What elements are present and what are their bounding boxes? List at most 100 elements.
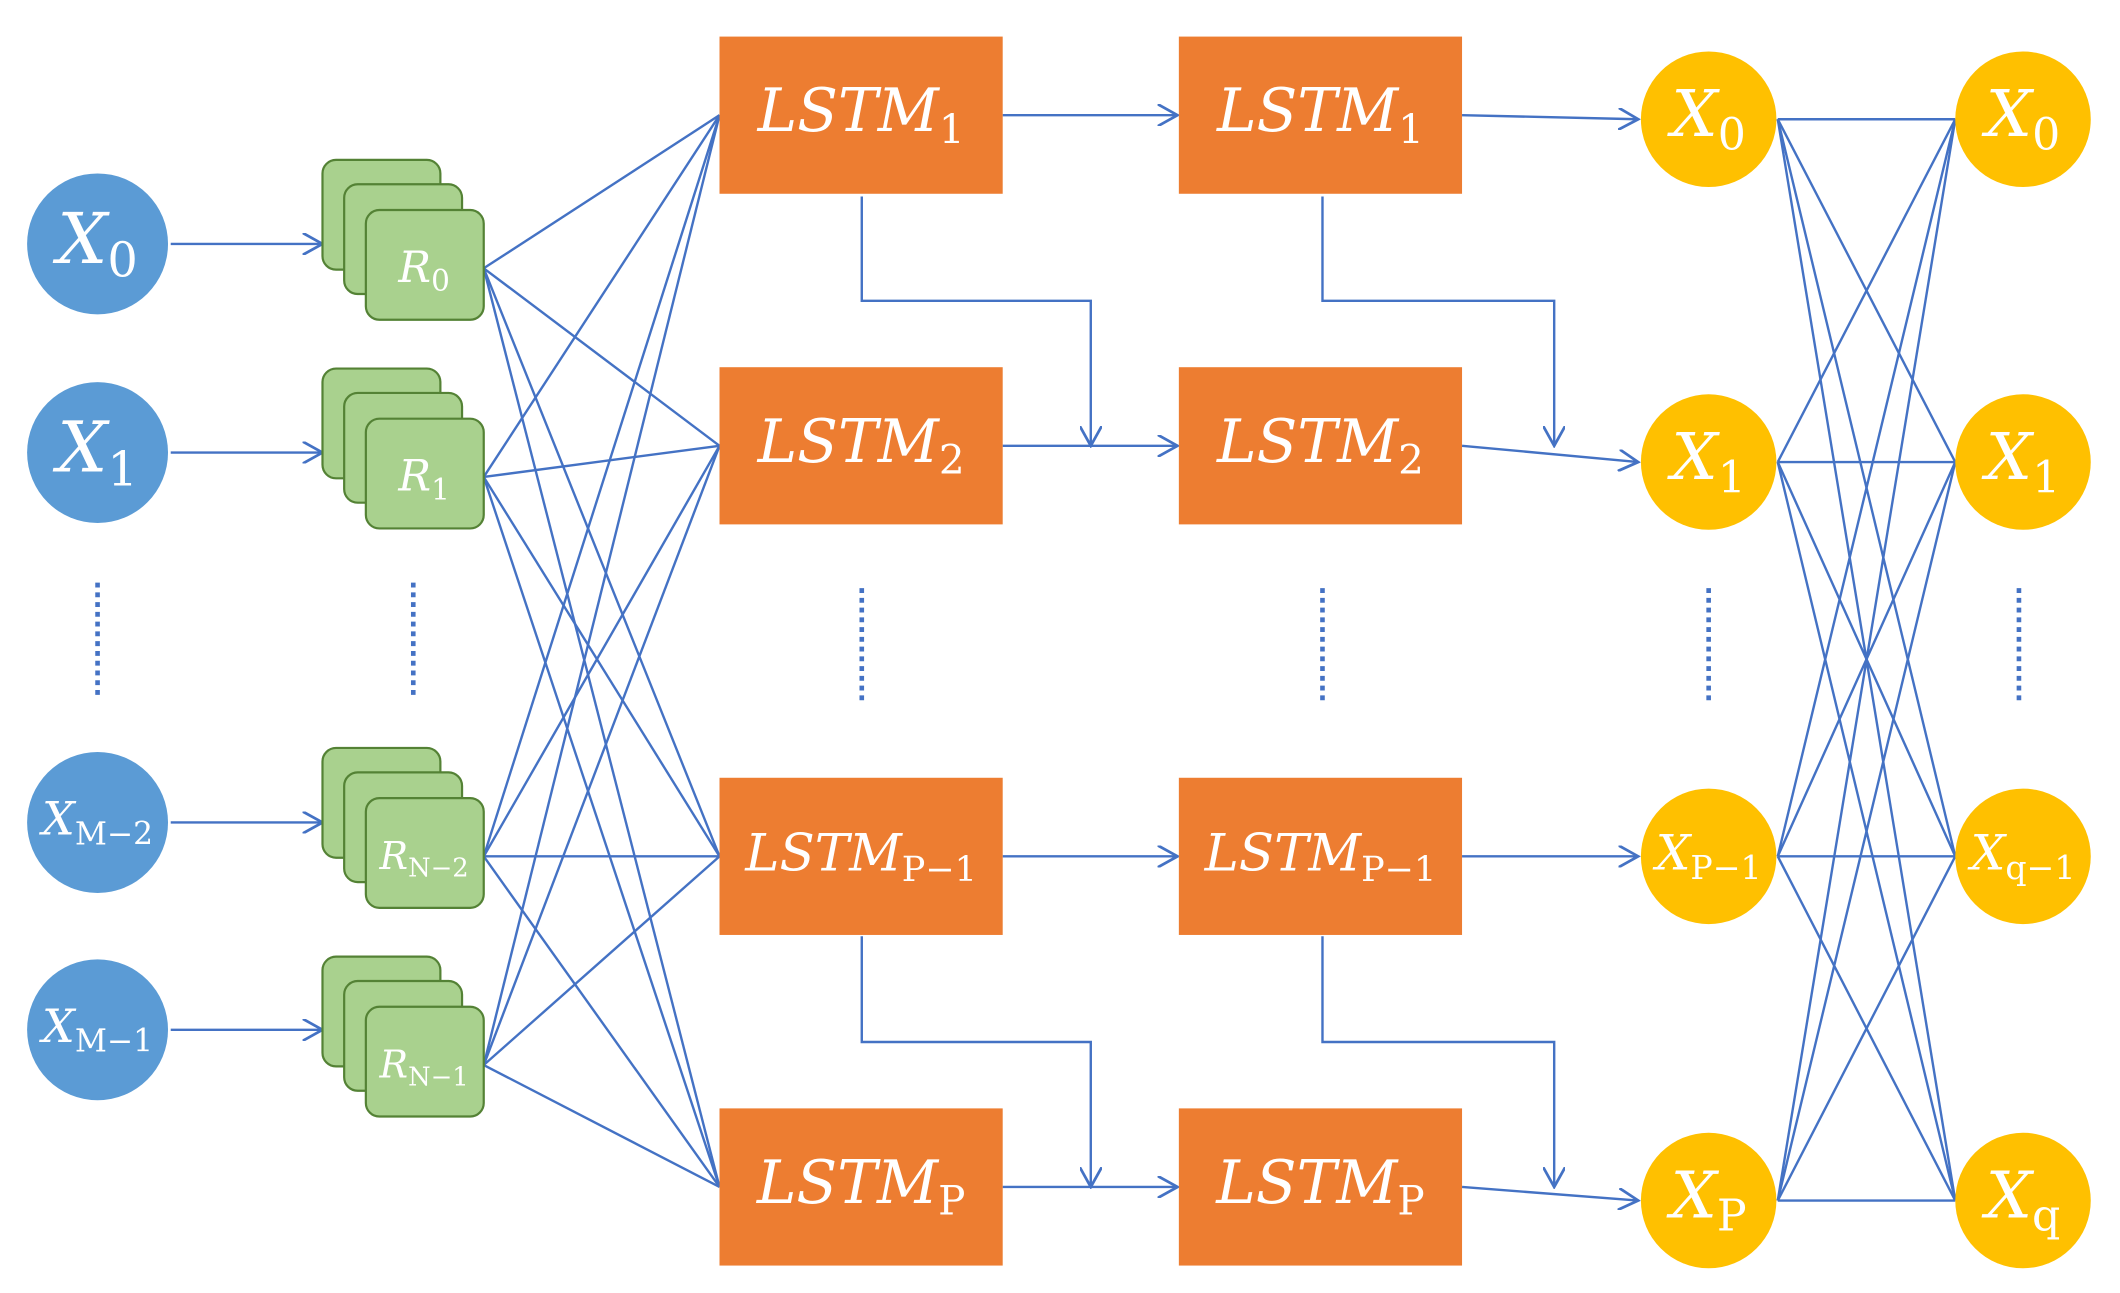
recurrent-label-3-base: R <box>379 1042 409 1086</box>
final-output-label-1-subscript: 1 <box>2032 452 2060 503</box>
input-node-0 <box>27 173 169 315</box>
lstm-label-layer1-0: LSTM1 <box>757 77 965 153</box>
hidden-output-node-2 <box>1640 788 1777 925</box>
recurrent-label-2: RN−2 <box>379 834 469 884</box>
final-output-label-3: Xq <box>1981 1159 2061 1242</box>
recurrent-layer-0-sheet-2 <box>364 208 485 321</box>
rec-to-lstm-2-0 <box>482 114 721 857</box>
lstm-label-layer2-1-subscript: 2 <box>1398 435 1424 483</box>
lstm-label-layer2-0: LSTM1 <box>1216 77 1424 153</box>
recurrent-label-2-subscript: N−2 <box>408 854 469 884</box>
input-node-label-0-base: X <box>52 197 110 279</box>
input-node-label-1: X1 <box>52 406 138 497</box>
hidden-to-final-3-0 <box>1776 119 1957 1201</box>
hidden-to-final-3-1 <box>1776 461 1957 1201</box>
hidden-output-node-1 <box>1640 394 1777 530</box>
hidden-output-label-3: XP <box>1666 1159 1747 1242</box>
lstm2-elbow-1 <box>1321 196 1554 445</box>
input-node-label-2: XM−2 <box>39 791 153 851</box>
hidden-output-node-3 <box>1640 1132 1777 1269</box>
lstm-label-layer2-2-base: LSTM <box>1204 823 1363 883</box>
recurrent-label-0: R0 <box>397 243 449 298</box>
lstm-box-layer1-0 <box>719 36 1003 194</box>
rec-to-lstm-0-3 <box>482 267 721 1188</box>
input-node-label-0-subscript: 0 <box>107 233 137 288</box>
final-output-label-2: Xq−1 <box>1967 824 2076 887</box>
lstm-label-layer2-2-subscript: P−1 <box>1361 849 1436 889</box>
final-output-label-2-subscript: q−1 <box>2005 848 2075 887</box>
lstm-label-layer2-3-base: LSTM <box>1215 1149 1399 1218</box>
rec-to-lstm-2-1 <box>482 445 721 857</box>
final-output-node-1 <box>1955 394 2091 530</box>
hidden-output-label-3-base: X <box>1666 1159 1720 1234</box>
hidden-output-label-0: X0 <box>1666 77 1745 160</box>
input-node-label-2-base: X <box>39 791 77 845</box>
input-node-label-0: X0 <box>52 197 138 288</box>
rec-to-lstm-2-3 <box>482 855 721 1188</box>
lstm-box-layer2-0 <box>1178 36 1463 194</box>
recurrent-layer-3-sheet-2 <box>364 1005 485 1118</box>
lstm-label-layer1-3-base: LSTM <box>756 1149 940 1218</box>
input-node-2 <box>27 752 169 893</box>
input-node-label-3-subscript: M−1 <box>75 1023 153 1059</box>
hidden-output-label-1: X1 <box>1666 420 1745 503</box>
lstm2-elbow-p <box>1321 936 1554 1187</box>
rec-to-lstm-1-2 <box>482 476 721 857</box>
lstm-label-layer2-0-base: LSTM <box>1216 77 1400 146</box>
lstm1-elbow-p <box>860 936 1091 1187</box>
recurrent-label-0-base: R <box>397 243 431 293</box>
hidden-output-label-2-base: X <box>1652 824 1693 881</box>
final-output-label-2-base: X <box>1967 824 2008 881</box>
final-output-label-1: X1 <box>1981 420 2060 503</box>
input-node-label-2-subscript: M−2 <box>75 816 153 852</box>
input-node-label-3-base: X <box>39 999 77 1053</box>
lstm2-to-hidden-1 <box>1461 444 1638 462</box>
recurrent-label-3-subscript: N−1 <box>408 1062 469 1092</box>
recurrent-label-1: R1 <box>397 452 449 507</box>
lstm-box-layer2-2 <box>1178 777 1463 935</box>
lstm-label-layer2-1: LSTM2 <box>1216 407 1424 483</box>
final-output-node-0 <box>1955 51 2091 187</box>
nodes-layer: X0X1XM−2XM−1R0R1RN−2RN−1LSTM1LSTM2LSTMP−… <box>27 36 2091 1269</box>
input-node-3 <box>27 959 169 1101</box>
hidden-to-final-3-2 <box>1776 855 1957 1202</box>
input-node-label-3: XM−1 <box>39 999 153 1059</box>
recurrent-label-2-base: R <box>379 834 409 878</box>
input-node-1 <box>27 382 169 524</box>
final-output-label-0: X0 <box>1981 77 2060 160</box>
lstm-label-layer2-0-subscript: 1 <box>1398 104 1424 152</box>
lstm-label-layer1-3-subscript: P <box>938 1176 965 1224</box>
lstm-label-layer2-1-base: LSTM <box>1216 407 1400 476</box>
recurrent-label-0-subscript: 0 <box>431 264 450 298</box>
hidden-output-label-0-base: X <box>1666 77 1720 152</box>
rec-to-lstm-3-1 <box>482 445 721 1066</box>
lstm-label-layer1-1-base: LSTM <box>757 407 941 476</box>
lstm-box-layer2-1 <box>1178 367 1463 525</box>
recurrent-layer-2-sheet-2 <box>364 796 485 909</box>
final-output-label-3-subscript: q <box>2032 1190 2060 1241</box>
rec-to-lstm-3-0 <box>482 114 721 1066</box>
recurrent-label-1-subscript: 1 <box>431 473 450 507</box>
hidden-output-label-2: XP−1 <box>1652 824 1762 887</box>
lstm-label-layer1-3: LSTMP <box>756 1149 966 1225</box>
recurrent-layer-1-sheet-2 <box>364 417 485 530</box>
hidden-output-label-1-base: X <box>1666 420 1720 495</box>
lstm-label-layer1-0-base: LSTM <box>757 77 941 146</box>
hidden-output-label-2-subscript: P−1 <box>1690 848 1761 887</box>
lstm-label-layer1-1: LSTM2 <box>757 407 965 483</box>
lstm-label-layer1-2: LSTMP−1 <box>744 823 977 889</box>
final-output-node-3 <box>1955 1132 2091 1269</box>
rec-to-lstm-3-2 <box>482 855 721 1066</box>
lstm-box-layer1-2 <box>719 777 1003 935</box>
hidden-to-final-2-0 <box>1776 118 1957 857</box>
rec-to-lstm-0-1 <box>483 267 721 447</box>
lstm2-to-hidden-3 <box>1461 1185 1638 1201</box>
rec-to-lstm-0-2 <box>482 267 721 857</box>
hidden-to-final-1-0 <box>1776 118 1957 463</box>
rec-to-lstm-1-3 <box>482 476 721 1188</box>
lstm-label-layer1-2-base: LSTM <box>744 823 903 883</box>
hidden-output-label-0-subscript: 0 <box>1718 109 1746 160</box>
lstm-label-layer1-0-subscript: 1 <box>939 104 965 152</box>
rec-to-lstm-0-0 <box>483 114 721 270</box>
